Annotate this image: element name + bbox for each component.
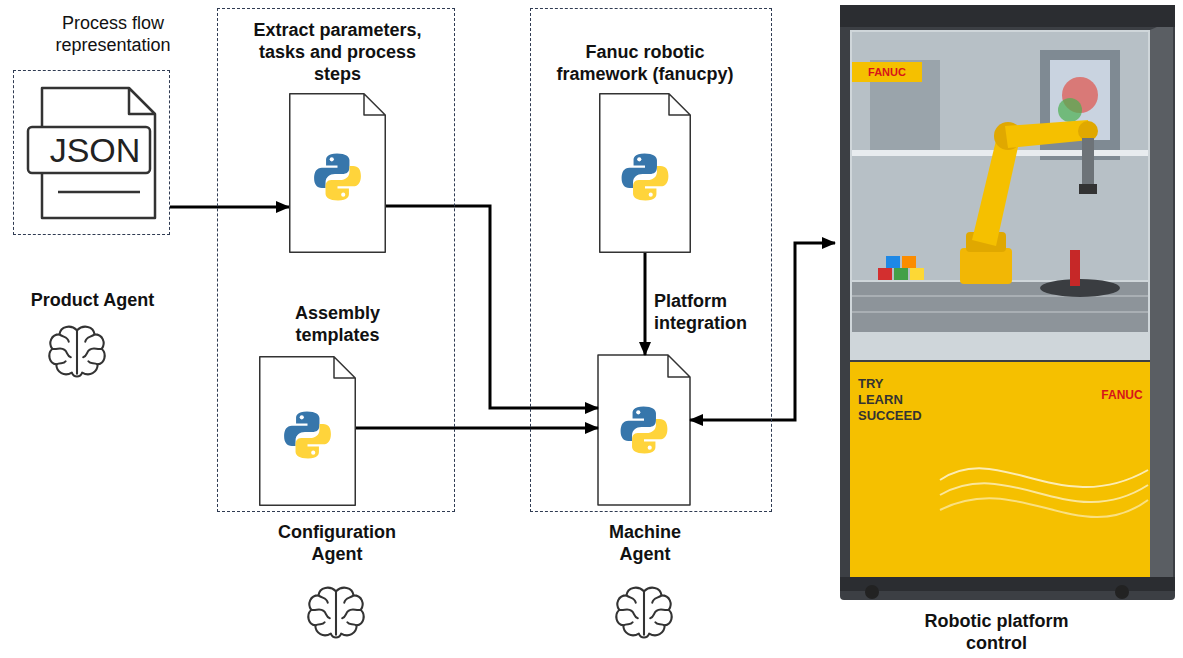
- agent-group: Product Agent: [13, 70, 170, 235]
- input-caption: Process flow representation: [38, 12, 188, 56]
- brain-icon: [49, 327, 104, 377]
- file-outline: [289, 93, 386, 253]
- robot-platform: Robotic platform control: [835, 0, 1178, 602]
- flow-arrow: [386, 206, 598, 408]
- agent-heading: Extract parameters, tasks and process st…: [238, 19, 438, 85]
- brand-logo: FANUC: [1092, 388, 1152, 402]
- flow-arrow: [690, 243, 835, 420]
- brain-icon: [308, 588, 363, 638]
- brain-icon: [616, 588, 671, 638]
- edge-label: Platform integration: [654, 290, 766, 334]
- agent-heading: Assembly templates: [253, 302, 423, 346]
- python-file: Fanuc robotic framework (fanucpy): [599, 93, 691, 253]
- python-logo: [314, 154, 361, 201]
- file-type-label: JSON: [40, 128, 150, 172]
- agent-group: Machine AgentFanuc robotic framework (fa…: [530, 8, 772, 512]
- panel-slogan: LEARN: [858, 392, 928, 408]
- agent-heading: Configuration Agent: [267, 521, 407, 565]
- flow-arrow: [356, 427, 598, 430]
- file-outline: [600, 94, 691, 253]
- agent-heading: Fanuc robotic framework (fanucpy): [545, 41, 745, 85]
- file-outline: [259, 356, 356, 506]
- file-outline: [290, 94, 386, 253]
- json-file-icon: [28, 88, 155, 218]
- robot-cell-photo: [840, 5, 1175, 600]
- flow-arrow: [644, 253, 647, 355]
- flow-arrow: [170, 206, 289, 209]
- python-logo: [622, 154, 669, 201]
- panel-slogan: SUCCEED: [858, 408, 938, 424]
- brand-logo: FANUC: [852, 66, 922, 79]
- panel-slogan: TRY: [858, 376, 928, 392]
- python-file: Assembly templates: [259, 356, 356, 506]
- file-outline: [260, 357, 356, 506]
- agent-heading: Product Agent: [8, 289, 178, 311]
- python-file-icon: [598, 355, 690, 505]
- python-logo: [284, 412, 331, 459]
- agent-heading: Robotic platform control: [897, 610, 1097, 654]
- file-outline: [599, 93, 691, 253]
- agent-group: Configuration AgentExtract parameters, t…: [217, 8, 455, 512]
- python-file: Extract parameters, tasks and process st…: [289, 93, 386, 253]
- agent-heading: Machine Agent: [590, 521, 700, 565]
